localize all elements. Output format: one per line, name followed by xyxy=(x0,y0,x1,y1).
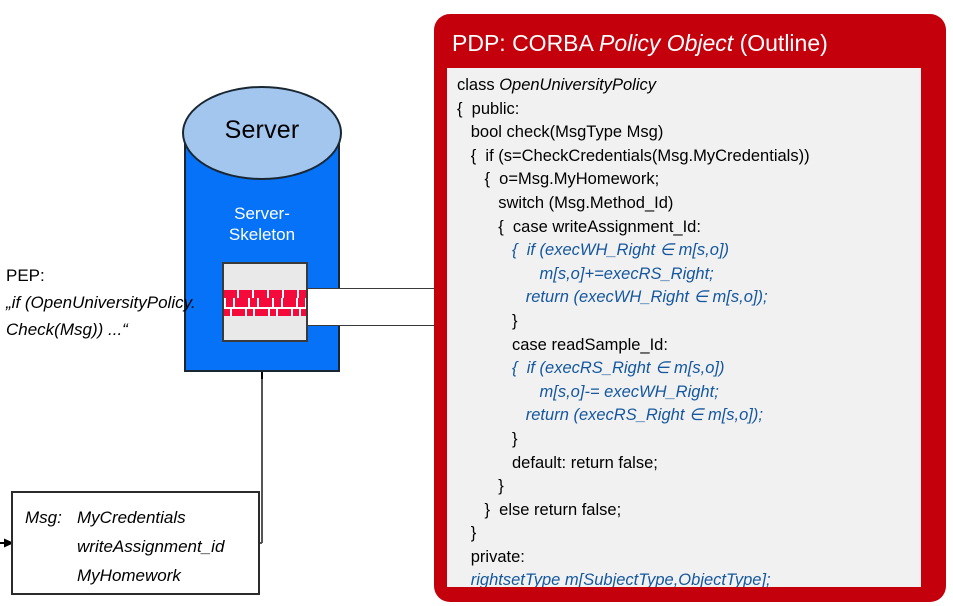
pdp-panel-title: PDP: CORBA Policy Object (Outline) xyxy=(452,30,828,57)
code-line-12: { if (execRS_Right ∈ m[s,o]) xyxy=(457,359,725,378)
msg-field-1: writeAssignment_id xyxy=(77,537,225,556)
brick-row-3 xyxy=(224,307,306,316)
code-line-21: rightsetType m[SubjectType,ObjectType]; xyxy=(457,571,771,587)
code-line-19: } xyxy=(457,524,477,543)
code-line-7: { if (execWH_Right ∈ m[s,o]) xyxy=(457,241,730,260)
code-line-5: switch (Msg.Method_Id) xyxy=(457,193,674,212)
code-line-8: m[s,o]+=execRS_Right; xyxy=(457,264,714,283)
server-skeleton-label-line1: Server- xyxy=(234,204,290,223)
pdp-title-prefix: PDP: CORBA xyxy=(452,30,599,56)
pdp-panel: PDP: CORBA Policy Object (Outline) class… xyxy=(434,14,946,602)
pep-caption: PEP: „if (OpenUniversityPolicy. Check(Ms… xyxy=(6,262,196,343)
code-line-17: } xyxy=(457,477,504,496)
msg-field-2: MyHomework xyxy=(77,566,181,585)
code-line-10: } xyxy=(457,311,518,330)
brick-wall-icon xyxy=(224,290,306,316)
code-line-6: { case writeAssignment_Id: xyxy=(457,217,701,236)
code-line-2: bool check(MsgType Msg) xyxy=(457,123,664,142)
code-line-13: m[s,o]-= execWH_Right; xyxy=(457,382,719,401)
code-line-15: } xyxy=(457,429,518,448)
code-line-0-text: class xyxy=(457,76,500,94)
code-line-20: private: xyxy=(457,547,525,566)
msg-box-content: Msg: MyCredentials writeAssignment_id MyH… xyxy=(25,503,224,590)
code-line-18: } else return false; xyxy=(457,500,622,519)
brick-row-2 xyxy=(224,298,306,307)
server-cylinder-top xyxy=(182,86,342,180)
code-line-14: return (execRS_Right ∈ m[s,o]); xyxy=(457,406,763,425)
pdp-code-listing: class OpenUniversityPolicy{ public: bool… xyxy=(447,68,921,587)
pdp-title-italic: Policy Object xyxy=(598,30,734,56)
code-line-0: class OpenUniversityPolicy xyxy=(457,74,921,98)
pep-quote-line1: „if (OpenUniversityPolicy. xyxy=(6,293,196,312)
code-line-3: { if (s=CheckCredentials(Msg.MyCredentia… xyxy=(457,146,810,165)
msg-box: Msg: MyCredentials writeAssignment_id MyH… xyxy=(11,491,260,595)
msg-row-1: writeAssignment_id xyxy=(25,532,224,561)
code-line-1: { public: xyxy=(457,99,520,118)
code-line-16: default: return false; xyxy=(457,453,658,472)
code-line-0-italic: OpenUniversityPolicy xyxy=(499,76,656,94)
msg-field-0: MyCredentials xyxy=(77,508,186,527)
pep-label: PEP: xyxy=(6,266,45,285)
msg-row-2: MyHomework xyxy=(25,561,224,590)
code-line-4: { o=Msg.MyHomework; xyxy=(457,170,660,189)
server-skeleton-label: Server- Skeleton xyxy=(184,203,340,245)
pep-quote-line2: Check(Msg)) ...“ xyxy=(6,320,128,339)
server-label: Server xyxy=(224,116,300,144)
code-line-11: case readSample_Id: xyxy=(457,335,668,354)
msg-key-label: Msg: xyxy=(25,508,62,527)
server-skeleton-label-line2: Skeleton xyxy=(228,225,296,244)
pdp-title-suffix: (Outline) xyxy=(733,30,828,56)
msg-row-0: Msg: MyCredentials xyxy=(25,503,224,532)
code-line-9: return (execWH_Right ∈ m[s,o]); xyxy=(457,288,768,307)
